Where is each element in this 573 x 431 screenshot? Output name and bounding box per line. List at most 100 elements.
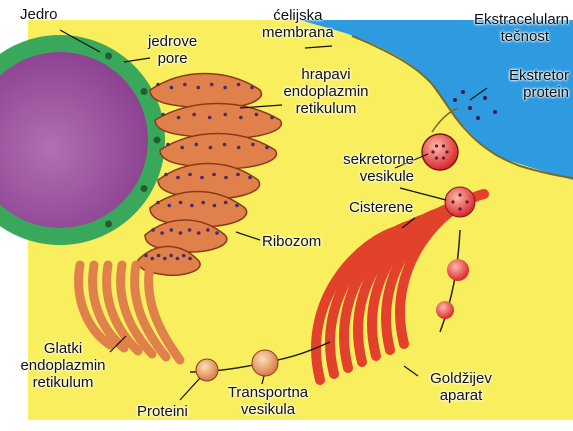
ribosome-dot: [208, 116, 212, 120]
ribosome-dot: [150, 257, 154, 261]
ribosome-dot: [170, 86, 174, 90]
ribosome-dot: [176, 257, 180, 261]
nuclear-pore: [141, 88, 148, 95]
label-transport-vesicle-line-1: Transportna: [220, 384, 316, 401]
label-rough-er-line-1: hrapavi: [266, 66, 386, 83]
ribosome-dot: [157, 254, 161, 258]
ribosome-dot: [196, 86, 200, 90]
ribosome-dot: [210, 83, 214, 87]
label-secreted-protein: Ekstretor protein: [470, 67, 569, 101]
label-secreted-protein-line-2: protein: [470, 84, 569, 101]
ribosome-dot: [176, 176, 180, 180]
vesicle-small-1: [196, 359, 218, 381]
ribosome-dot: [200, 176, 204, 180]
ribosome-dot: [161, 113, 165, 117]
vesicle-protein: [431, 150, 434, 153]
ribosome-dot: [177, 116, 181, 120]
ribosome-dot: [236, 173, 240, 177]
label-smooth-er-line-1: Glatki: [0, 340, 126, 357]
label-smooth-er-line-3: retikulum: [0, 374, 126, 391]
vesicle-protein: [435, 144, 438, 147]
vesicle-protein: [465, 200, 468, 203]
label-rough-er-line-3: retikulum: [266, 100, 386, 117]
vesicle-small-3: [447, 259, 469, 281]
ribosome-dot: [213, 204, 217, 208]
label-cell-membrane: ćelijska membrana: [262, 7, 334, 41]
label-smooth-er: Glatki endoplazmin retikulum: [0, 340, 126, 391]
ribosome-dot: [166, 143, 170, 147]
ribosome-dot: [251, 143, 255, 147]
ribosome-dot: [164, 173, 168, 177]
label-transport-vesicle-line-2: vesikula: [220, 401, 316, 418]
ribosome-dot: [237, 146, 241, 150]
label-secreted-protein-line-1: Ekstretor: [470, 67, 569, 84]
ribosome-dot: [188, 228, 192, 232]
secretory-vesicle-2: [422, 134, 458, 170]
ribosome-dot: [224, 176, 228, 180]
ribosome-dot: [212, 173, 216, 177]
ribosome-dot: [206, 228, 210, 232]
ribosome-dot: [250, 86, 254, 90]
ribosome-dot: [188, 257, 192, 261]
secreted-protein: [476, 116, 480, 120]
label-nuclear-pores-line-1: jedrove: [148, 33, 197, 50]
ribosome-dot: [188, 173, 192, 177]
ribosome-dot: [160, 231, 164, 235]
ribosome-dot: [201, 201, 205, 205]
ribosome-dot: [179, 201, 183, 205]
ribosome-dot: [179, 231, 183, 235]
ribosome-dot: [182, 254, 186, 258]
secreted-protein: [468, 106, 472, 110]
label-cell-membrane-line-1: ćelijska: [262, 7, 334, 24]
label-ribosome: Ribozom: [262, 233, 321, 250]
ribosome-dot: [190, 204, 194, 208]
nuclear-pore: [141, 185, 148, 192]
secreted-protein: [461, 90, 465, 94]
ribosome-dot: [167, 204, 171, 208]
ribosome-dot: [144, 254, 148, 258]
ribosome-dot: [224, 201, 228, 205]
ribosome-dot: [255, 113, 259, 117]
nuclear-pore: [154, 137, 161, 144]
vesicle-protein: [458, 207, 461, 210]
ribosome-dot: [169, 228, 173, 232]
ribosome-dot: [248, 176, 252, 180]
label-nuclear-pores: jedrove pore: [148, 33, 197, 67]
vesicle-protein: [435, 156, 438, 159]
label-secretory-vesicles-line-2: vesikule: [300, 168, 414, 185]
nuclear-pore: [105, 52, 112, 59]
vesicle-small-2: [436, 301, 454, 319]
label-nucleus: Jedro: [20, 6, 58, 23]
nuclear-pore: [105, 221, 112, 228]
ribosome-dot: [197, 231, 201, 235]
ribosome-dot: [239, 116, 243, 120]
ribosome-dot: [235, 204, 239, 208]
vesicle-protein: [458, 193, 461, 196]
ribosome-dot: [209, 146, 213, 150]
secretory-vesicle-1: [445, 187, 475, 217]
label-cisternae: Cisterene: [349, 199, 413, 216]
label-golgi: Goldžijev aparat: [418, 370, 504, 404]
ribosome-dot: [223, 86, 227, 90]
ribosome-dot: [156, 201, 160, 205]
label-extracellular-fluid: Ekstracelularn tečnost: [424, 11, 569, 45]
ribosome-dot: [151, 228, 155, 232]
ribosome-dot: [169, 254, 173, 258]
label-transport-vesicle: Transportna vesikula: [220, 384, 316, 418]
ribosome-dot: [237, 83, 241, 87]
vesicle-protein: [451, 200, 454, 203]
vesicle-protein: [442, 156, 445, 159]
ribosome-dot: [183, 83, 187, 87]
ribosome-dot: [180, 146, 184, 150]
ribosome-dot: [265, 146, 269, 150]
ribosome-dot: [223, 113, 227, 117]
ribosome-dot: [156, 83, 160, 87]
vesicle-protein: [445, 150, 448, 153]
secreted-protein: [453, 98, 457, 102]
label-smooth-er-line-2: endoplazmin: [0, 357, 126, 374]
label-proteins: Proteini: [137, 403, 188, 420]
label-golgi-line-2: aparat: [418, 387, 504, 404]
label-secretory-vesicles-line-1: sekretorne: [300, 151, 414, 168]
ribosome-dot: [223, 143, 227, 147]
